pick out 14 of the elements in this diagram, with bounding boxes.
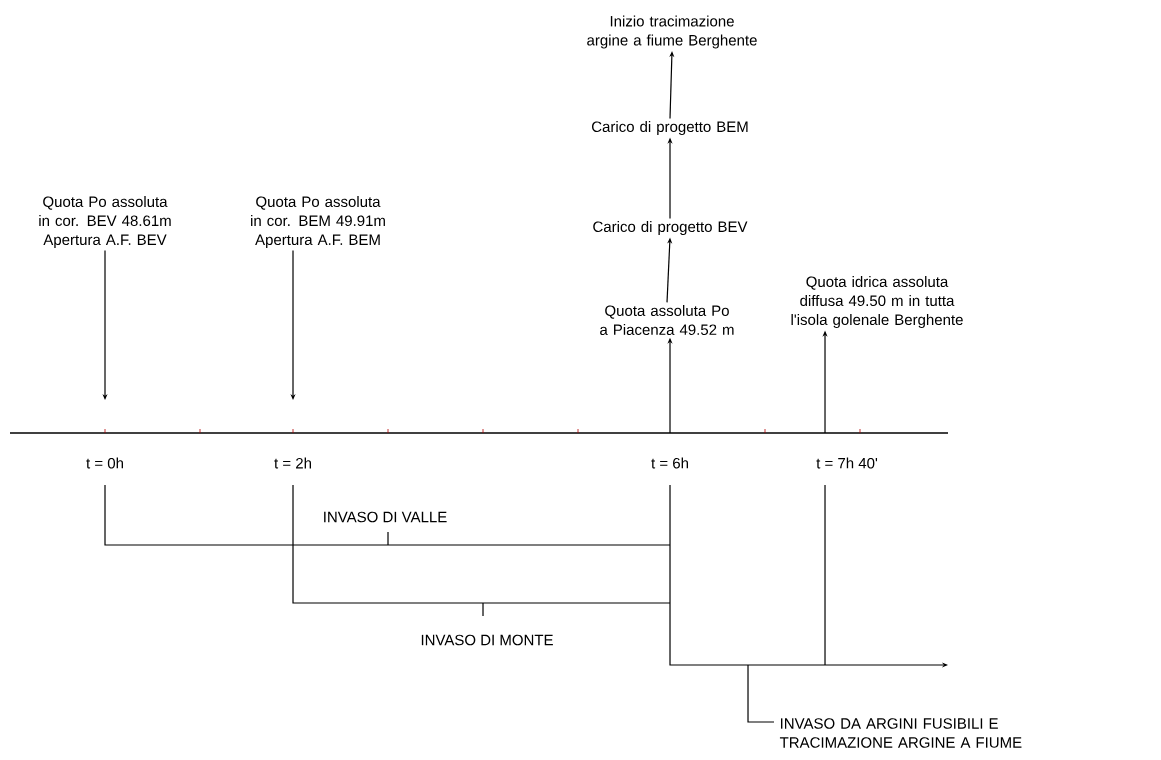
time-label: t = 7h 40' — [816, 457, 878, 469]
phase-label: INVASO DI VALLE — [324, 511, 447, 523]
event-text: Inizio tracimazione argine a fiume Berghente — [587, 15, 757, 49]
time-label: t = 2h — [274, 457, 311, 469]
time-label: t = 0h — [86, 457, 123, 469]
event-text: Quota Po assoluta in cor. BEV 48.61m Apertura A.F. BEV — [39, 196, 171, 248]
phase-label: INVASO DA ARGINI FUSIBILI E TRACIMAZIONE ARGINE A FIUME — [779, 718, 1022, 748]
event-text: Quota Po assoluta in cor. BEM 49.91m Apertura A.F. BEM — [251, 196, 385, 248]
event-text: Carico di progetto BEV — [593, 221, 748, 235]
time-label: t = 6h — [651, 457, 688, 469]
phase-label: INVASO DI MONTE — [421, 634, 553, 646]
event-text: Carico di progetto BEM — [592, 121, 748, 135]
event-text: Quota idrica assoluta diffusa 49.50 m in tutta l'isola golenale Berghente — [791, 276, 963, 328]
event-text: Quota assoluta Po a Piacenza 49.52 m — [600, 305, 734, 335]
